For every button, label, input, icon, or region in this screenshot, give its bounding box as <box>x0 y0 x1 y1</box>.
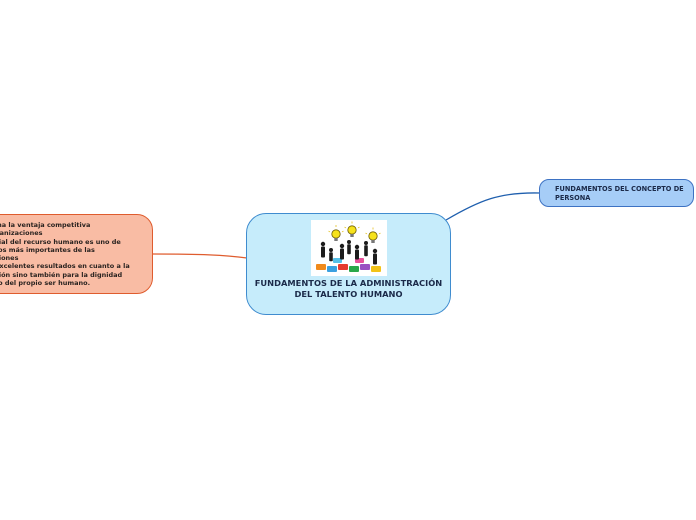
team-puzzle-icon <box>316 221 381 272</box>
left-topic-line: ciones <box>0 254 19 263</box>
left-topic-text: ma la ventaja competitiva ganizaciones c… <box>0 221 152 288</box>
left-topic-line: ganizaciones <box>0 229 43 238</box>
central-topic-title: FUNDAMENTOS DE LA ADMINISTRACIÓN DEL TAL… <box>254 278 443 299</box>
right-topic-node[interactable]: FUNDAMENTOS DEL CONCEPTO DE PERSONA <box>539 179 694 207</box>
left-topic-line: excelentes resultados en cuanto a la <box>0 262 130 271</box>
left-topic-line: cial del recurso humano es uno de <box>0 237 121 246</box>
connector-right <box>445 192 541 221</box>
lightbulb-icon <box>365 227 381 243</box>
left-topic-line: tos más importantes de las <box>0 245 95 254</box>
team-puzzle-illustration <box>311 220 387 276</box>
left-topic-line: ción sino también para la dignidad <box>0 270 123 279</box>
people-silhouettes <box>320 240 378 265</box>
right-topic-label: FUNDAMENTOS DEL CONCEPTO DE PERSONA <box>555 185 684 202</box>
lightbulb-icon <box>328 225 344 241</box>
left-topic-node[interactable]: ma la ventaja competitiva ganizaciones c… <box>0 214 153 294</box>
connector-left <box>152 253 248 259</box>
central-topic-node[interactable]: FUNDAMENTOS DE LA ADMINISTRACIÓN DEL TAL… <box>246 213 451 315</box>
lightbulb-icon <box>344 221 360 237</box>
left-topic-line: to del propio ser humano. <box>0 279 91 288</box>
left-topic-line: ma la ventaja competitiva <box>0 221 91 229</box>
